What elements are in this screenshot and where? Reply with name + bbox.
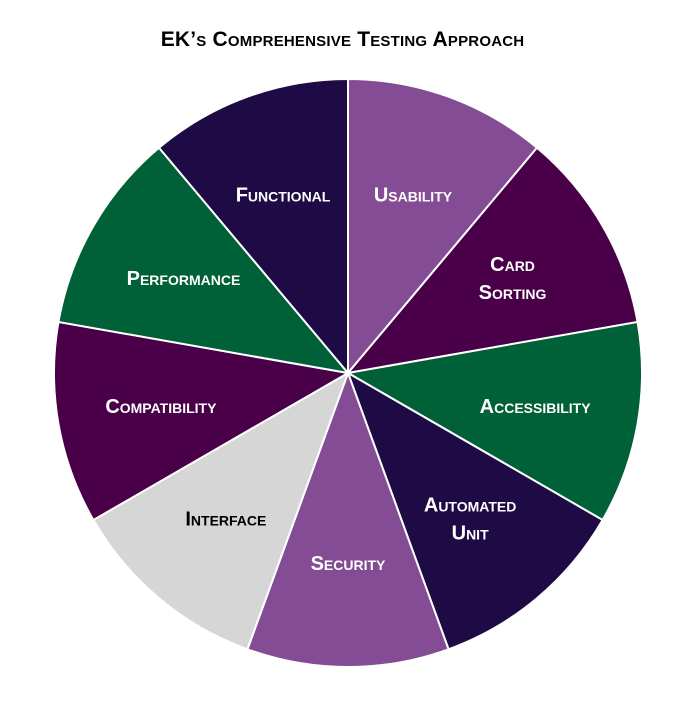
pie-slice-functional (157, 77, 349, 376)
pie-slice-performance (57, 146, 351, 375)
pie-slice-compatibility (53, 320, 351, 522)
pie-slice-card-sorting (345, 146, 639, 375)
pie-slice-security (246, 370, 450, 668)
pie-label-performance: Performance (127, 268, 241, 290)
pie-label-usability: Usability (374, 184, 453, 206)
pie-slice-automated-unit (346, 370, 604, 651)
pie-slice-interface (92, 370, 350, 651)
chart-title: EK’s Comprehensive Testing Approach (160, 28, 525, 51)
pie-label-functional: Functional (236, 184, 331, 206)
pie-label-interface: Interface (185, 509, 266, 531)
pie-slice-usability (347, 77, 539, 376)
pie-label-security: Security (311, 553, 386, 575)
pie-slice-accessibility (345, 320, 643, 522)
pie-label-compatibility: Compatibility (105, 396, 217, 418)
pie-label-accessibility: Accessibility (480, 396, 592, 418)
pie-slices (53, 77, 643, 668)
